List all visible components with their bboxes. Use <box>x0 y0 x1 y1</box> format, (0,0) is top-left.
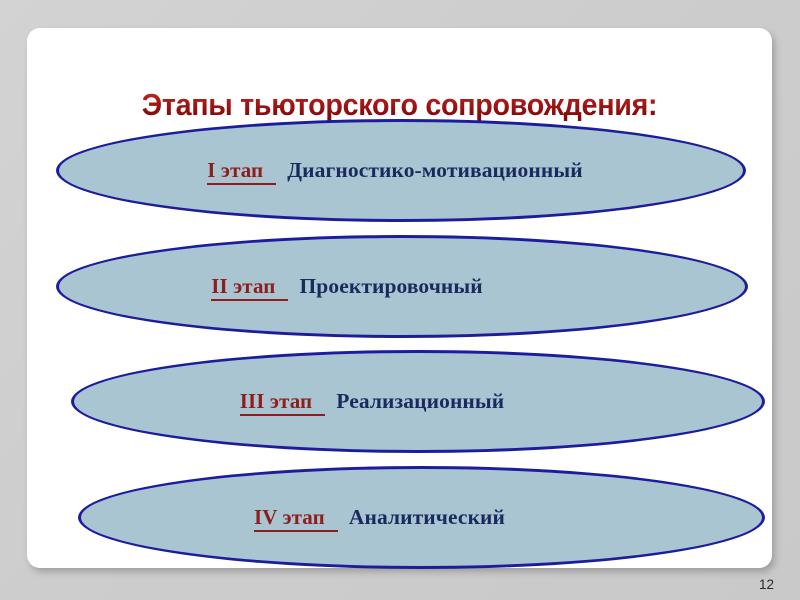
slide-card: Этапы тьюторского сопровождения: I этап Д… <box>27 28 772 569</box>
page-title: Этапы тьюторского сопровождения: <box>49 89 749 121</box>
stage-ellipse-1[interactable]: I этап Диагностико-мотивационный <box>56 119 746 222</box>
stage-name-2: Проектировочный <box>299 274 483 298</box>
stage-ellipse-3[interactable]: III этап Реализационный <box>71 350 765 453</box>
stage-number-3: III этап <box>239 389 326 416</box>
stage-ellipse-2[interactable]: II этап Проектировочный <box>56 235 748 338</box>
stage-name-1: Диагностико-мотивационный <box>287 158 583 182</box>
stage-text-1: I этап Диагностико-мотивационный <box>207 158 583 185</box>
stage-text-4: IV этап Аналитический <box>253 505 506 532</box>
page-number: 12 <box>758 577 774 592</box>
stage-ellipse-4[interactable]: IV этап Аналитический <box>78 466 765 569</box>
stage-text-2: II этап Проектировочный <box>211 274 483 301</box>
stage-name-3: Реализационный <box>336 389 505 413</box>
stage-number-1: I этап <box>207 158 277 185</box>
stage-text-3: III этап Реализационный <box>239 389 505 416</box>
stage-number-2: II этап <box>211 274 289 301</box>
stage-name-4: Аналитический <box>348 505 506 529</box>
stage-number-4: IV этап <box>253 505 338 532</box>
